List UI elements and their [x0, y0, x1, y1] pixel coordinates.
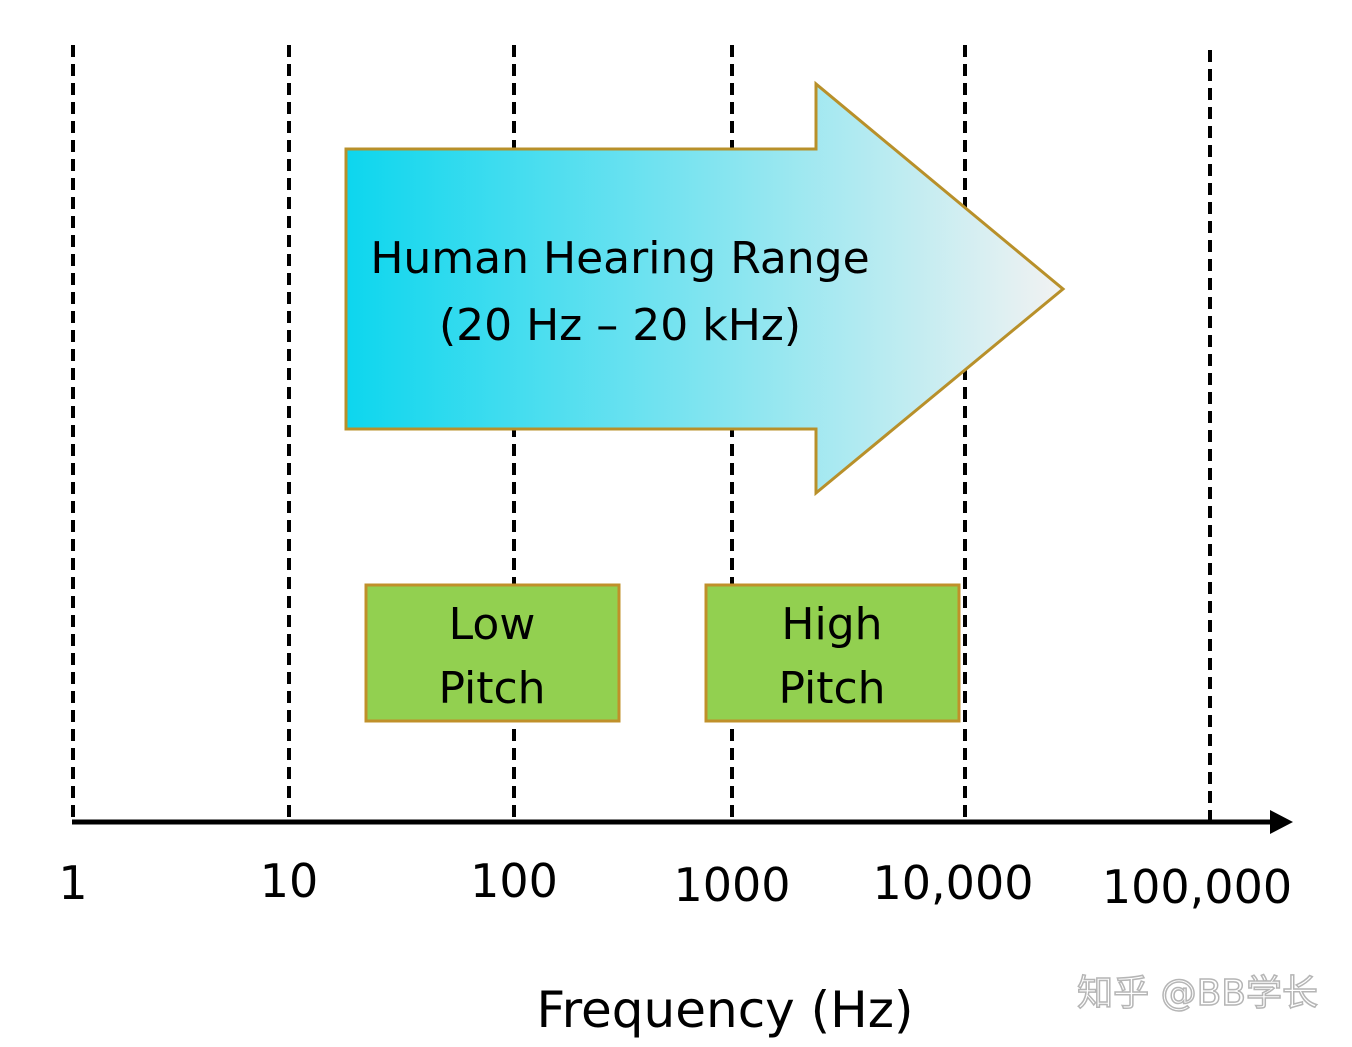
frequency-axis	[72, 810, 1293, 834]
high-pitch-line2: Pitch	[778, 663, 885, 714]
hearing-range-arrow-shape	[344, 80, 1066, 497]
tick-label-100: 100	[470, 854, 558, 908]
tick-labels: 1 10 100 1000 10,000 100,000	[58, 854, 1292, 914]
axis-title: Frequency (Hz)	[536, 981, 913, 1039]
high-pitch-line1: High	[781, 599, 882, 650]
tick-label-1000: 1000	[673, 858, 790, 912]
high-pitch-rect	[704, 583, 961, 723]
tick-label-10: 10	[260, 854, 319, 908]
hearing-range-arrow: Human Hearing Range (20 Hz – 20 kHz)	[344, 80, 1066, 497]
tick-label-100000: 100,000	[1102, 860, 1292, 914]
tick-label-10000: 10,000	[873, 856, 1034, 910]
watermark: 知乎 @BB学长	[1077, 973, 1318, 1014]
hearing-range-title: Human Hearing Range	[370, 233, 869, 284]
low-pitch-rect	[364, 583, 621, 723]
low-pitch-line2: Pitch	[438, 663, 545, 714]
hearing-range-subtitle: (20 Hz – 20 kHz)	[439, 300, 801, 351]
low-pitch-box: Low Pitch	[364, 583, 621, 723]
low-pitch-line1: Low	[449, 599, 536, 650]
tick-label-1: 1	[58, 856, 87, 910]
axis-arrowhead-icon	[1270, 810, 1293, 834]
high-pitch-box: High Pitch	[704, 583, 961, 723]
